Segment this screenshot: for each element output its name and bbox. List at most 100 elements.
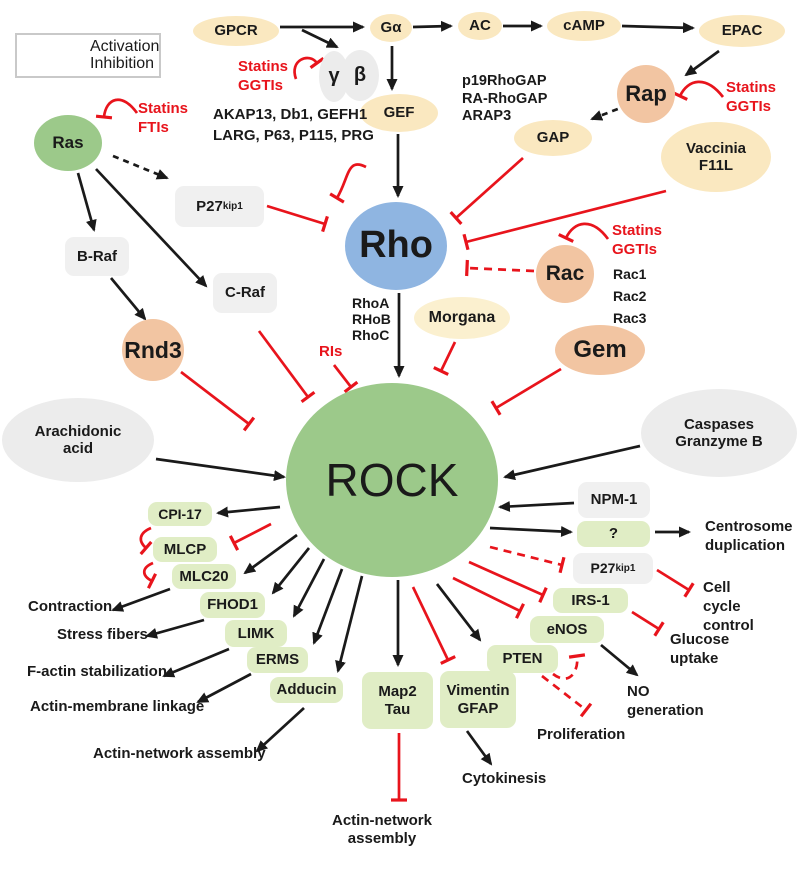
arrow-npm1-rock (498, 500, 575, 512)
node-erms: ERMS (247, 647, 308, 673)
node-map2tau-line1: Map2 (378, 683, 417, 701)
node-epac-label: EPAC (721, 22, 763, 40)
rhob-label: RHoB (352, 311, 391, 327)
legend-activation-label: Activation (90, 38, 160, 55)
gef-list-line2: LARG, P63, P115, PRG (213, 127, 374, 144)
node-adducin-label: Adducin (276, 681, 337, 699)
centrosome-line2: duplication (705, 537, 785, 554)
inhibit-rock-irs1 (468, 560, 548, 603)
gap-list-line1: p19RhoGAP (462, 73, 547, 89)
arrow-fhod1-stressfibers (145, 618, 205, 639)
actin-network-line2: assembly (347, 830, 417, 847)
arrow-limk-factin (162, 647, 230, 678)
node-braf-label: B-Raf (77, 247, 117, 265)
node-enos: eNOS (530, 616, 604, 643)
arrow-erms-actinmembrane (196, 672, 252, 704)
inhibit-rnd3-rock (180, 370, 256, 432)
inhibit-rock-p27-dashed (489, 545, 566, 574)
annotation-ris: RIs (319, 343, 343, 360)
node-gem: Gem (555, 325, 645, 375)
annotation-statins-ggtis-gbg: Statins GGTIs (238, 58, 288, 96)
node-vimentin-line2: GFAP (457, 699, 499, 717)
annotation-statins-ftis-ras: Statins FTIs (138, 100, 188, 138)
node-vimentin-gfap: Vimentin GFAP (440, 671, 516, 728)
node-npm1: NPM-1 (578, 482, 650, 518)
inhibit-p27-cellcycle (656, 568, 695, 598)
arrow-caspases-rock (503, 444, 641, 481)
node-p27kip1-right-base: P27 (590, 560, 616, 577)
node-enos-label: eNOS (546, 620, 588, 638)
output-actin-membrane-linkage: Actin-membrane linkage (30, 698, 205, 715)
annotation-rho-isoforms: RhoA RHoB RhoC (352, 295, 391, 343)
node-arachidonic-acid: Arachidonic acid (2, 398, 154, 482)
legend-inhibition-label: Inhibition (90, 55, 155, 72)
node-mlc20-label: MLC20 (179, 567, 229, 585)
node-ras: Ras (34, 115, 102, 171)
node-craf: C-Raf (213, 273, 277, 313)
node-vaccinia-line1: Vaccinia (685, 139, 747, 157)
node-camp-label: cAMP (563, 17, 605, 35)
node-question-label: ? (608, 525, 619, 543)
inhibit-p27-rho (266, 204, 329, 233)
arrow-enos-nogeneration (600, 643, 639, 677)
rhoa-label: RhoA (352, 295, 390, 311)
node-gpcr-label: GPCR (214, 22, 258, 40)
inhibit-gem-rock (490, 367, 562, 416)
arrow-vimentin-cytokinesis (465, 730, 493, 766)
inhibit-cpi17-mlcp (139, 526, 153, 556)
statins-label: Statins (612, 222, 663, 239)
inhibit-rock-mlcp (228, 522, 272, 551)
inhibit-rock-vimentin (411, 586, 456, 665)
cellcycle-line1: Cell (703, 579, 731, 596)
node-ras-label: Ras (52, 133, 84, 153)
node-limk: LIMK (225, 620, 287, 647)
inhibit-rock-enos (452, 576, 525, 619)
output-actin-network-assembly-left: Actin-network assembly (93, 745, 266, 762)
node-morgana: Morgana (414, 297, 510, 339)
node-p27kip1-left-base: P27 (196, 197, 223, 215)
node-pten-label: PTEN (502, 650, 543, 668)
ggtis-label: GGTIs (726, 97, 772, 115)
legend-box (15, 33, 161, 78)
node-rap-label: Rap (625, 81, 667, 107)
node-caspases-line1: Caspases (683, 415, 755, 433)
node-rock: ROCK (286, 383, 498, 577)
node-rac: Rac (536, 245, 594, 303)
node-epac: EPAC (699, 15, 785, 47)
node-gef: GEF (360, 94, 438, 132)
centrosome-line1: Centrosome (705, 518, 793, 535)
gap-list-line3: ARAP3 (462, 108, 512, 124)
arrow-epac-rap (684, 49, 720, 77)
node-rnd3-label: Rnd3 (124, 336, 182, 363)
annotation-statins-ggtis-rap: Statins GGTIs (726, 79, 776, 117)
arrow-rock-fhod1 (271, 547, 311, 595)
annotation-statins-ggtis-rac: Statins GGTIs (612, 222, 662, 260)
output-glucose-uptake: Glucose uptake (670, 630, 729, 668)
output-cytokinesis: Cytokinesis (462, 770, 547, 787)
node-rac-label: Rac (545, 261, 585, 285)
no-line2: generation (627, 702, 704, 719)
node-braf: B-Raf (65, 237, 129, 276)
annotation-gap-list: p19RhoGAP RA-RhoGAP ARAP3 (462, 73, 547, 126)
arrow-ras-braf (76, 172, 97, 232)
node-vimentin-line1: Vimentin (446, 682, 510, 700)
arrow-rock-cpi17 (216, 505, 281, 518)
ggtis-label: GGTIs (238, 76, 284, 94)
arrow-rock-adducin (335, 575, 364, 673)
node-gap: GAP (514, 120, 592, 156)
node-map2-tau: Map2 Tau (362, 672, 433, 729)
node-erms-label: ERMS (255, 651, 300, 669)
node-fhod1-label: FHOD1 (207, 596, 258, 614)
node-gpcr: GPCR (193, 16, 279, 46)
output-proliferation: Proliferation (537, 726, 626, 743)
inhibit-statins-gammabeta (293, 56, 325, 80)
node-caspases-granzymeb: Caspases Granzyme B (641, 389, 797, 477)
statins-label: Statins (238, 58, 289, 75)
inhibit-pten-proliferation-dashed (541, 674, 593, 718)
node-gamma-label: γ (328, 65, 340, 87)
inhibit-gap-rho (449, 156, 524, 226)
inhibit-mlcp-mlc20 (142, 561, 158, 589)
inhibit-rac-rho-dashed (465, 259, 535, 277)
